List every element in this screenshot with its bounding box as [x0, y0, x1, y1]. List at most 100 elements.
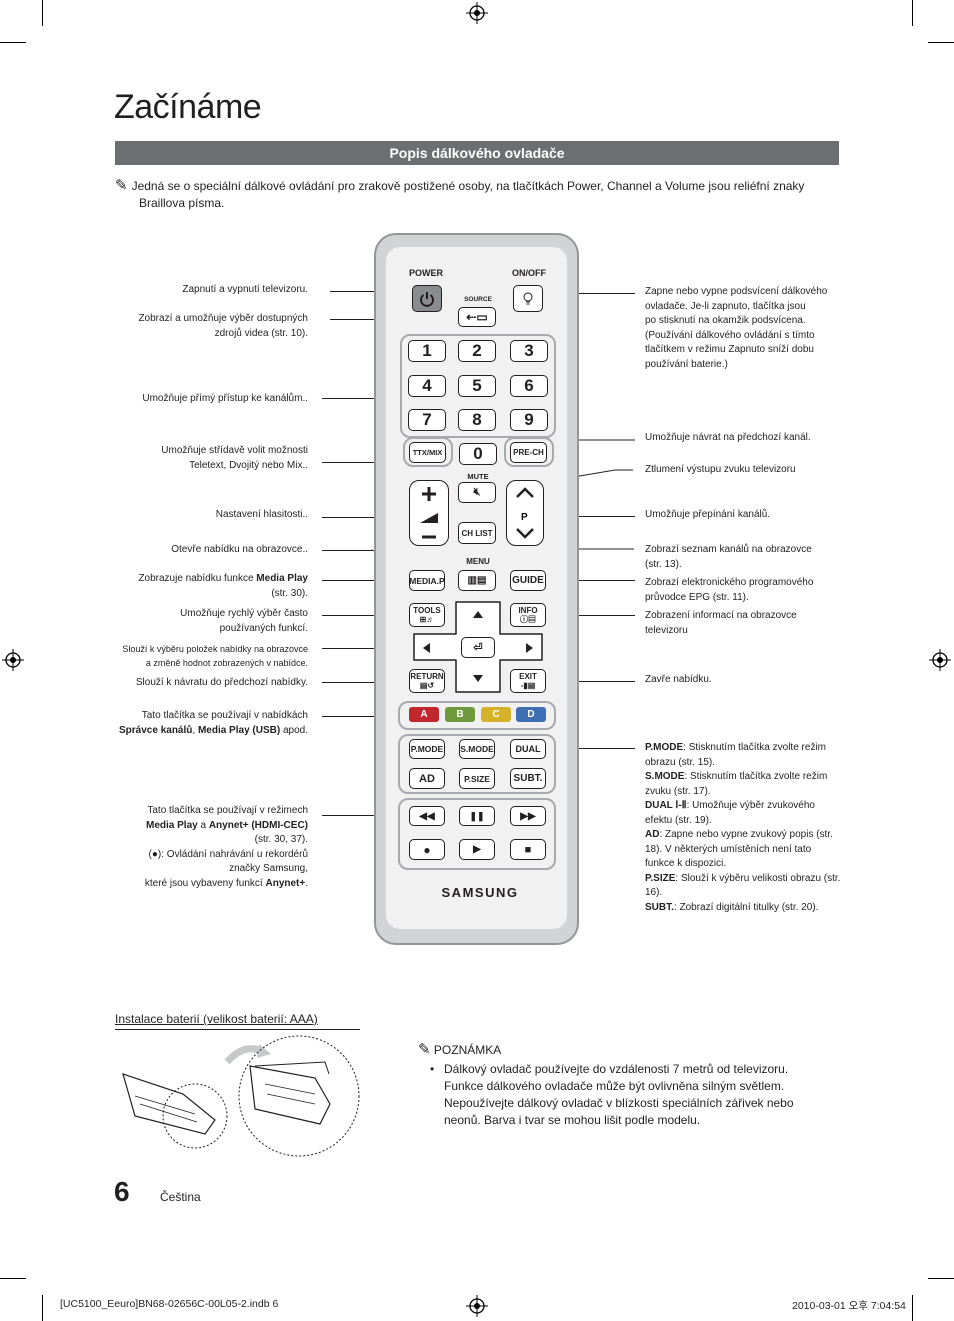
ch-list-button[interactable]: CH LIST [458, 522, 496, 544]
onoff-label: ON/OFF [512, 268, 546, 278]
fast-forward-button[interactable]: ▶▶ [510, 806, 546, 826]
tools-button[interactable]: TOOLS⊞♬ [409, 603, 445, 627]
power-icon [420, 291, 434, 307]
p-mode-button[interactable]: P.MODE [409, 739, 445, 759]
digit-1-button[interactable]: 1 [408, 340, 446, 362]
label-prech: Umožňuje návrat na předchozí kanál. [645, 432, 811, 443]
pre-ch-button[interactable]: PRE-CH [510, 442, 547, 463]
crop-mark [928, 42, 954, 43]
exit-icon: -▮▤ [520, 681, 536, 690]
media-p-button[interactable]: MEDIA.P [409, 570, 445, 591]
dual-button[interactable]: DUAL [510, 739, 546, 759]
label-channel: Umožňuje přepínání kanálů. [645, 509, 771, 520]
menu-icon: ▥▤ [467, 575, 487, 586]
ad-button[interactable]: AD [409, 768, 445, 789]
channel-rocker[interactable]: P [506, 480, 544, 546]
label-return: Slouží k návratu do předchozí nabídky. [135, 677, 308, 688]
pause-icon: ❚❚ [469, 810, 485, 821]
page-title: Začínáme [114, 88, 262, 126]
play-button[interactable]: ▶ [459, 839, 495, 860]
menu-button[interactable]: ▥▤ [458, 570, 496, 591]
power-button[interactable] [412, 285, 442, 312]
digit-4-button[interactable]: 4 [408, 375, 446, 397]
arrow-right-button[interactable] [524, 641, 536, 655]
prech-frame [504, 437, 554, 467]
label-direct-channel: Umožňuje přímý přístup ke kanálům.. [142, 393, 308, 404]
stop-button[interactable]: ■ [510, 839, 546, 860]
color-key-c[interactable]: C [481, 707, 511, 722]
footer-date: 2010-03-01 오후 7:04:54 [792, 1300, 906, 1312]
digit-8-button[interactable]: 8 [458, 409, 496, 431]
crop-mark [912, 0, 913, 26]
return-button[interactable]: RETURN▤↺ [409, 669, 445, 693]
color-key-a[interactable]: A [409, 707, 439, 722]
arrow-left-button[interactable] [420, 641, 432, 655]
color-keys-frame [398, 701, 556, 730]
label-volume: Nastavení hlasitosti.. [215, 509, 308, 520]
digit-6-button[interactable]: 6 [510, 375, 548, 397]
note-heading: ✎ POZNÁMKA [418, 1041, 502, 1058]
record-icon: ● [423, 842, 431, 857]
digit-7-button[interactable]: 7 [408, 409, 446, 431]
source-button[interactable]: ⇠▭ [458, 307, 496, 327]
p-size-button[interactable]: P.SIZE [459, 768, 495, 789]
digit-5-button[interactable]: 5 [458, 375, 496, 397]
pause-button[interactable]: ❚❚ [459, 806, 495, 826]
exit-button[interactable]: EXIT-▮▤ [510, 669, 546, 693]
light-bulb-icon [523, 292, 533, 304]
power-label: POWER [408, 268, 443, 278]
label-arrows: Slouží k výběru položek nabídky na obraz… [122, 644, 308, 668]
color-key-d[interactable]: D [516, 707, 546, 722]
onoff-light-button[interactable] [513, 285, 543, 312]
pencil-note-icon: ✎ [115, 177, 128, 194]
volume-icon [420, 487, 438, 539]
registration-mark-icon [466, 1295, 488, 1317]
digit-9-button[interactable]: 9 [510, 409, 548, 431]
label-exit: Zavře nabídku. [645, 674, 712, 685]
registration-mark-icon [929, 649, 951, 671]
intro-note: ✎Jedná se o speciální dálkové ovládání p… [115, 177, 845, 212]
info-icon: ⓘ▤ [520, 615, 536, 624]
rewind-button[interactable]: ◀◀ [409, 806, 445, 826]
record-button[interactable]: ● [409, 839, 445, 860]
crop-mark [912, 1295, 913, 1321]
arrow-down-button[interactable] [471, 673, 485, 685]
subt-button[interactable]: SUBT. [510, 768, 546, 789]
color-key-b[interactable]: B [445, 707, 475, 722]
volume-rocker[interactable] [409, 480, 449, 546]
language-label: Čeština [160, 1190, 201, 1204]
fast-forward-icon: ▶▶ [520, 810, 536, 822]
return-icon: ▤↺ [419, 681, 435, 690]
s-mode-button[interactable]: S.MODE [459, 739, 495, 759]
play-icon: ▶ [473, 844, 481, 855]
digit-2-button[interactable]: 2 [458, 340, 496, 362]
arrow-up-button[interactable] [471, 608, 485, 620]
menu-label: MENU [466, 557, 490, 566]
channel-up-down-icon: P [516, 487, 534, 539]
source-label: SOURCE [464, 296, 492, 303]
registration-mark-icon [466, 2, 488, 24]
footer-filename: [UC5100_Eeuro]BN68-02656C-00L05-2.indb 6 [60, 1298, 279, 1310]
digit-3-button[interactable]: 3 [510, 340, 548, 362]
guide-button[interactable]: GUIDE [510, 570, 546, 591]
enter-icon: ⏎ [473, 642, 483, 654]
section-heading: Popis dálkového ovladače [115, 141, 839, 165]
svg-text:P: P [521, 512, 528, 523]
mute-button[interactable]: 🔇︎ [458, 482, 496, 503]
digit-0-button[interactable]: 0 [459, 443, 497, 465]
bullet-icon: • [430, 1062, 435, 1076]
note-bullet: • Dálkový ovladač používejte do vzdáleno… [430, 1062, 794, 1127]
crop-mark [42, 0, 43, 26]
ttx-mix-button[interactable]: TTX/MIX [409, 442, 446, 463]
source-input-icon: ⇠▭ [466, 310, 488, 324]
enter-button[interactable]: ⏎ [461, 637, 495, 658]
label-mute: Ztlumení výstupu zvuku televizoru [645, 464, 796, 475]
media-keys-frame [398, 798, 556, 870]
mute-label: MUTE [467, 472, 489, 481]
